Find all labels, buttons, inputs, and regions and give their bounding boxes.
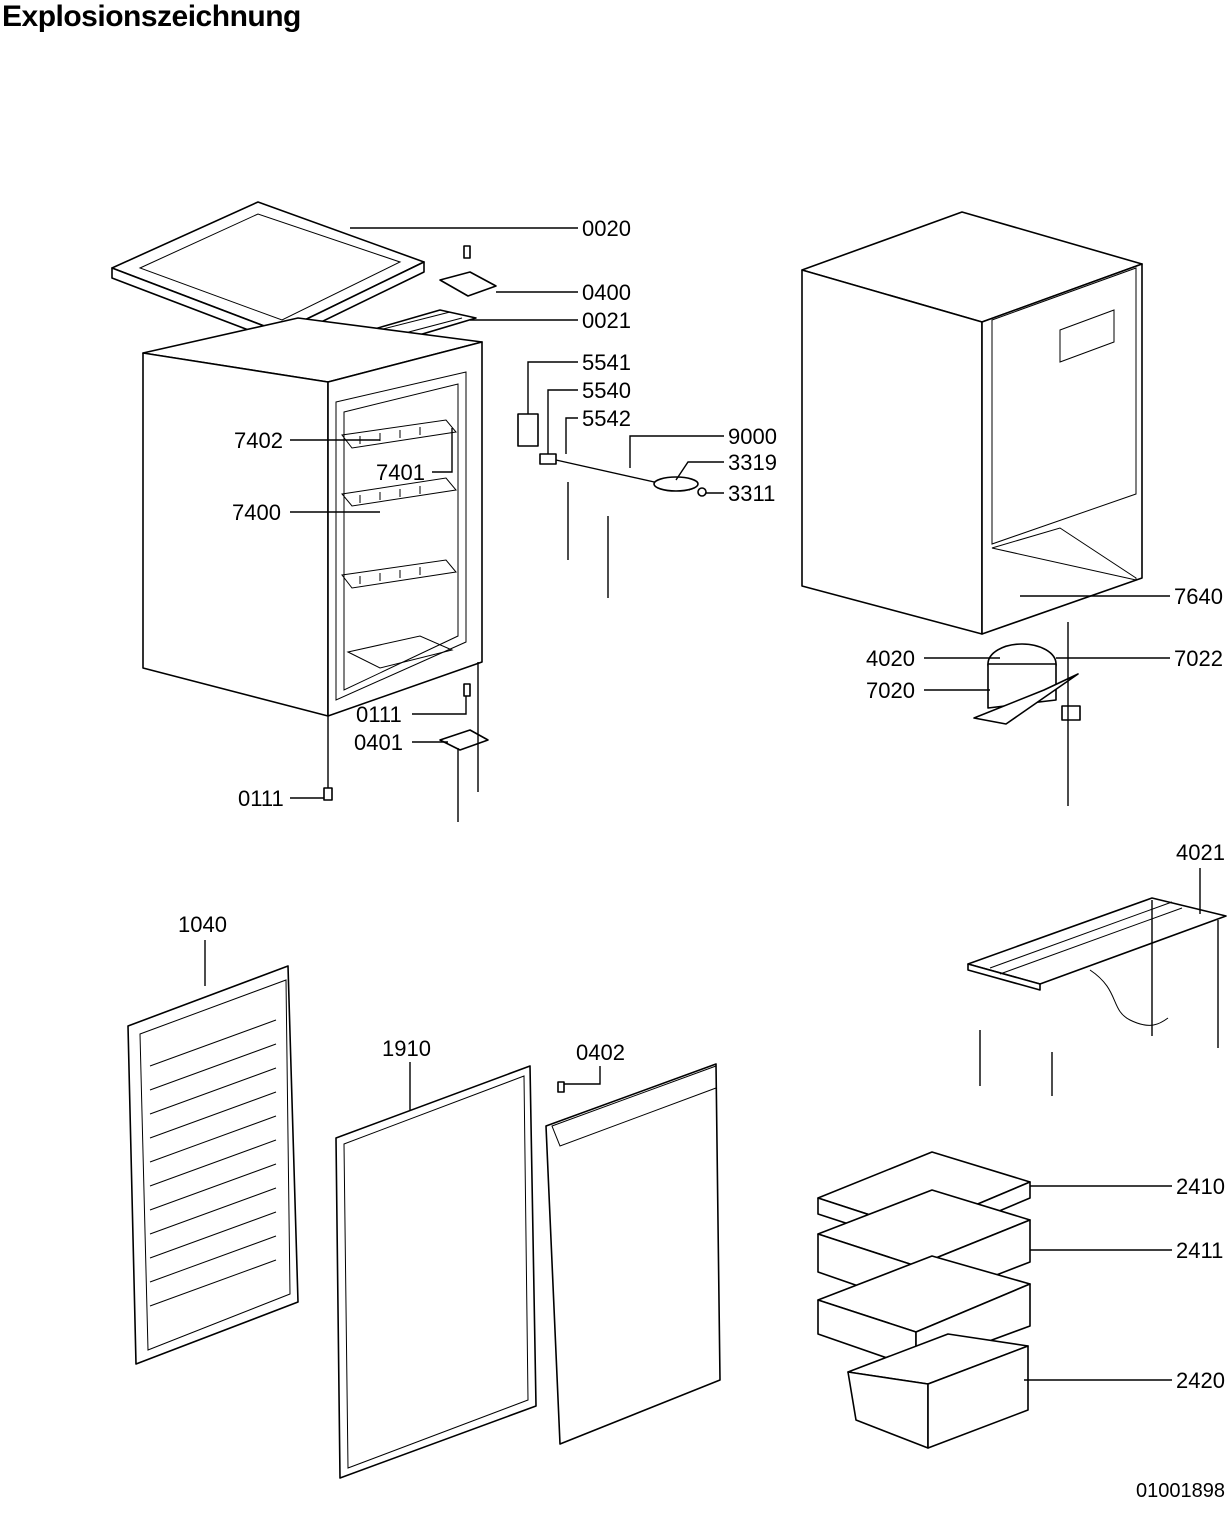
part-label-1040: 1040 (178, 912, 227, 937)
base-plate-part (967, 897, 1227, 1096)
part-label-2420: 2420 (1176, 1368, 1225, 1393)
page-title: Explosionszeichnung (2, 0, 301, 33)
part-label-9000: 9000 (728, 424, 777, 449)
door-gasket (335, 1065, 537, 1479)
part-label-7020: 7020 (866, 678, 915, 703)
drawers-part (817, 1151, 1031, 1449)
document-id: 01001898 (1136, 1480, 1225, 1502)
part-label-7400: 7400 (232, 500, 281, 525)
hinge-parts (323, 245, 497, 822)
thermostat-parts (517, 413, 707, 598)
door-inner-panel (127, 965, 299, 1365)
part-label-4020: 4020 (866, 646, 915, 671)
top-lid-part (111, 201, 425, 343)
part-label-0111-lower: 0111 (238, 786, 284, 811)
part-label-7402: 7402 (234, 428, 283, 453)
part-label-5542: 5542 (582, 406, 631, 431)
part-label-7022: 7022 (1174, 646, 1223, 671)
rear-cabinet-view (801, 211, 1143, 635)
door-outer (545, 1063, 721, 1445)
part-label-3319: 3319 (728, 450, 777, 475)
part-label-1910: 1910 (382, 1036, 431, 1061)
part-label-4021: 4021 (1176, 840, 1225, 865)
part-label-2411: 2411 (1176, 1238, 1224, 1263)
cabinet-body (142, 317, 483, 717)
leader-lines (204, 227, 1201, 1381)
part-label-5540: 5540 (582, 378, 631, 403)
compressor-part (973, 622, 1081, 806)
part-label-3311: 3311 (728, 481, 776, 506)
part-label-0400: 0400 (582, 280, 631, 305)
part-label-0020: 0020 (582, 216, 631, 241)
part-label-5541: 5541 (582, 350, 631, 375)
part-label-7401: 7401 (376, 460, 425, 485)
part-label-2410: 2410 (1176, 1174, 1225, 1199)
part-label-7640: 7640 (1174, 584, 1223, 609)
part-label-0401: 0401 (354, 730, 403, 755)
part-label-0402: 0402 (576, 1040, 625, 1065)
part-label-0021: 0021 (582, 308, 631, 333)
part-label-0111-upper: 0111 (356, 702, 402, 727)
